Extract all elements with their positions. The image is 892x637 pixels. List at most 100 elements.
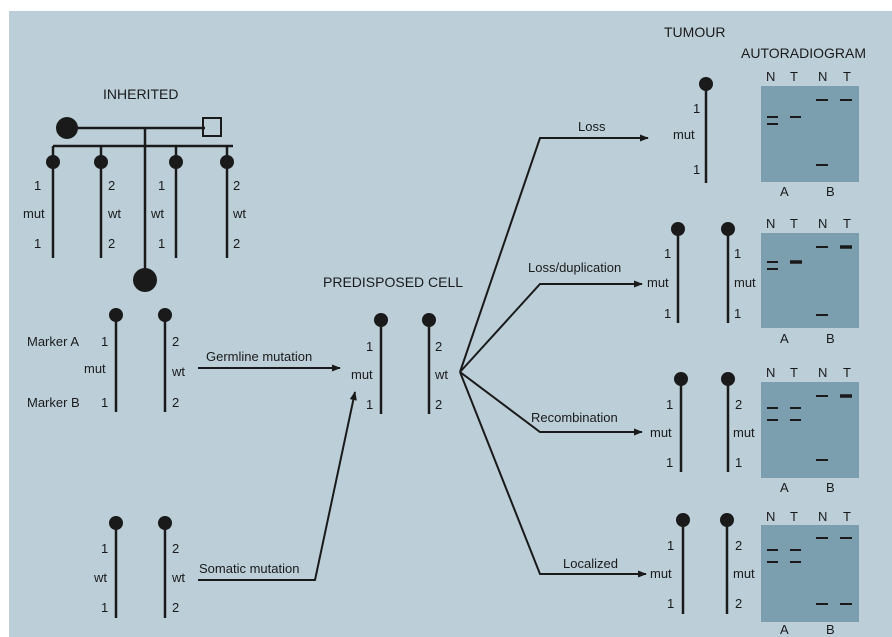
- localized-arrow: [459, 371, 647, 578]
- gel-marker-label: B: [826, 184, 835, 199]
- predisposed-cell-heading: PREDISPOSED CELL: [323, 274, 463, 290]
- allele-mid: wt: [150, 206, 164, 221]
- germline-arrow-label: Germline mutation: [206, 349, 312, 364]
- gel-column-label: N: [818, 509, 827, 524]
- germline-chromosome-1: 1 mut 1: [84, 308, 123, 412]
- somatic-arrow-label: Somatic mutation: [199, 561, 299, 576]
- pedigree-chromosome-1: 1 mut 1: [23, 155, 60, 258]
- loss-duplication-arrow: [459, 280, 643, 373]
- allele-top: 1: [34, 178, 41, 193]
- allele-bot: 1: [101, 600, 108, 615]
- predisposed-chromosome-1: 1 mut 1: [351, 313, 388, 414]
- gel-column-label: T: [790, 69, 798, 84]
- marker-b-label: Marker B: [27, 395, 80, 410]
- somatic-arrow: [198, 391, 357, 581]
- allele-top: 1: [101, 541, 108, 556]
- allele-bot: 2: [172, 395, 179, 410]
- allele-bot: 2: [108, 236, 115, 251]
- autoradiogram-heading: AUTORADIOGRAM: [741, 45, 866, 61]
- allele-bot: 1: [158, 236, 165, 251]
- gel-marker-label: B: [826, 480, 835, 495]
- gel-marker-label: A: [780, 622, 789, 637]
- inherited-heading: INHERITED: [103, 86, 178, 102]
- allele-top: 1: [366, 339, 373, 354]
- somatic-chromosome-2: 2 wt 2: [158, 516, 185, 618]
- recombination-label: Recombination: [531, 410, 618, 425]
- gel-marker-label: B: [826, 622, 835, 637]
- allele-mid: mut: [351, 367, 373, 382]
- allele-mid: mut: [733, 566, 755, 581]
- allele-mid: mut: [650, 566, 672, 581]
- gel-column-label: T: [790, 216, 798, 231]
- recombination-arrow: [459, 371, 643, 436]
- loss-tumour-chromosome: 1 mut 1: [673, 77, 713, 183]
- allele-top: 1: [667, 538, 674, 553]
- allele-bot: 2: [735, 596, 742, 611]
- gel-panel: [761, 233, 859, 328]
- recombination-autoradiogram: N T N T A B: [761, 365, 859, 495]
- allele-mid: mut: [647, 275, 669, 290]
- gel-marker-label: A: [780, 331, 789, 346]
- allele-bot: 1: [101, 395, 108, 410]
- localized-tumour-chromosome-1: 1 mut 1: [650, 513, 690, 614]
- loss-duplication-autoradiogram: N T N T A B: [761, 216, 859, 346]
- father-symbol: [202, 117, 222, 137]
- allele-bot: 1: [735, 455, 742, 470]
- localized-label: Localized: [563, 556, 618, 571]
- loss-autoradiogram: N T N T A B: [761, 69, 859, 199]
- allele-bot: 1: [667, 596, 674, 611]
- gel-column-label: T: [843, 69, 851, 84]
- predisposed-chromosome-2: 2 wt 2: [422, 313, 448, 414]
- gel-column-label: T: [790, 365, 798, 380]
- marker-a-label: Marker A: [27, 334, 79, 349]
- localized-tumour-chromosome-2: 2 mut 2: [720, 513, 755, 614]
- allele-top: 2: [108, 178, 115, 193]
- allele-top: 2: [435, 339, 442, 354]
- gel-marker-label: B: [826, 331, 835, 346]
- loss-arrow: [459, 134, 649, 373]
- gel-column-label: N: [766, 69, 775, 84]
- allele-bot: 1: [734, 306, 741, 321]
- gel-panel: [761, 382, 859, 478]
- allele-bot: 1: [664, 306, 671, 321]
- allele-mid: wt: [232, 206, 246, 221]
- gel-marker-label: A: [780, 184, 789, 199]
- allele-top: 2: [172, 334, 179, 349]
- pedigree-chromosome-2: 2 wt 2: [94, 155, 121, 258]
- allele-mid: mut: [650, 425, 672, 440]
- allele-top: 1: [158, 178, 165, 193]
- figure-panel: [9, 11, 892, 637]
- gel-panel: [761, 525, 859, 622]
- gel-column-label: N: [818, 69, 827, 84]
- gel-column-label: N: [766, 509, 775, 524]
- loss-duplication-tumour-chromosome-2: 1 mut 1: [721, 222, 756, 323]
- allele-bot: 2: [172, 600, 179, 615]
- allele-mid: mut: [84, 361, 106, 376]
- germline-chromosome-2: 2 wt 2: [158, 308, 185, 412]
- allele-bot: 1: [666, 455, 673, 470]
- allele-bot: 2: [435, 397, 442, 412]
- allele-mid: wt: [93, 570, 107, 585]
- allele-mid: wt: [434, 367, 448, 382]
- recombination-tumour-chromosome-2: 2 mut 1: [721, 372, 755, 472]
- allele-top: 1: [666, 397, 673, 412]
- pedigree: [51, 126, 233, 270]
- somatic-chromosome-1: 1 wt 1: [93, 516, 123, 618]
- allele-bot: 1: [34, 236, 41, 251]
- allele-top: 2: [233, 178, 240, 193]
- gel-column-label: N: [818, 216, 827, 231]
- allele-mid: mut: [734, 275, 756, 290]
- gel-panel: [761, 86, 859, 182]
- gel-column-label: T: [843, 216, 851, 231]
- loss-duplication-label: Loss/duplication: [528, 260, 621, 275]
- allele-mid: wt: [107, 206, 121, 221]
- allele-mid: wt: [171, 570, 185, 585]
- gel-column-label: N: [766, 216, 775, 231]
- allele-top: 1: [734, 246, 741, 261]
- gel-column-label: T: [790, 509, 798, 524]
- affected-child-symbol: [133, 268, 157, 292]
- allele-bot: 1: [366, 397, 373, 412]
- loss-duplication-tumour-chromosome-1: 1 mut 1: [647, 222, 685, 323]
- allele-mid: mut: [23, 206, 45, 221]
